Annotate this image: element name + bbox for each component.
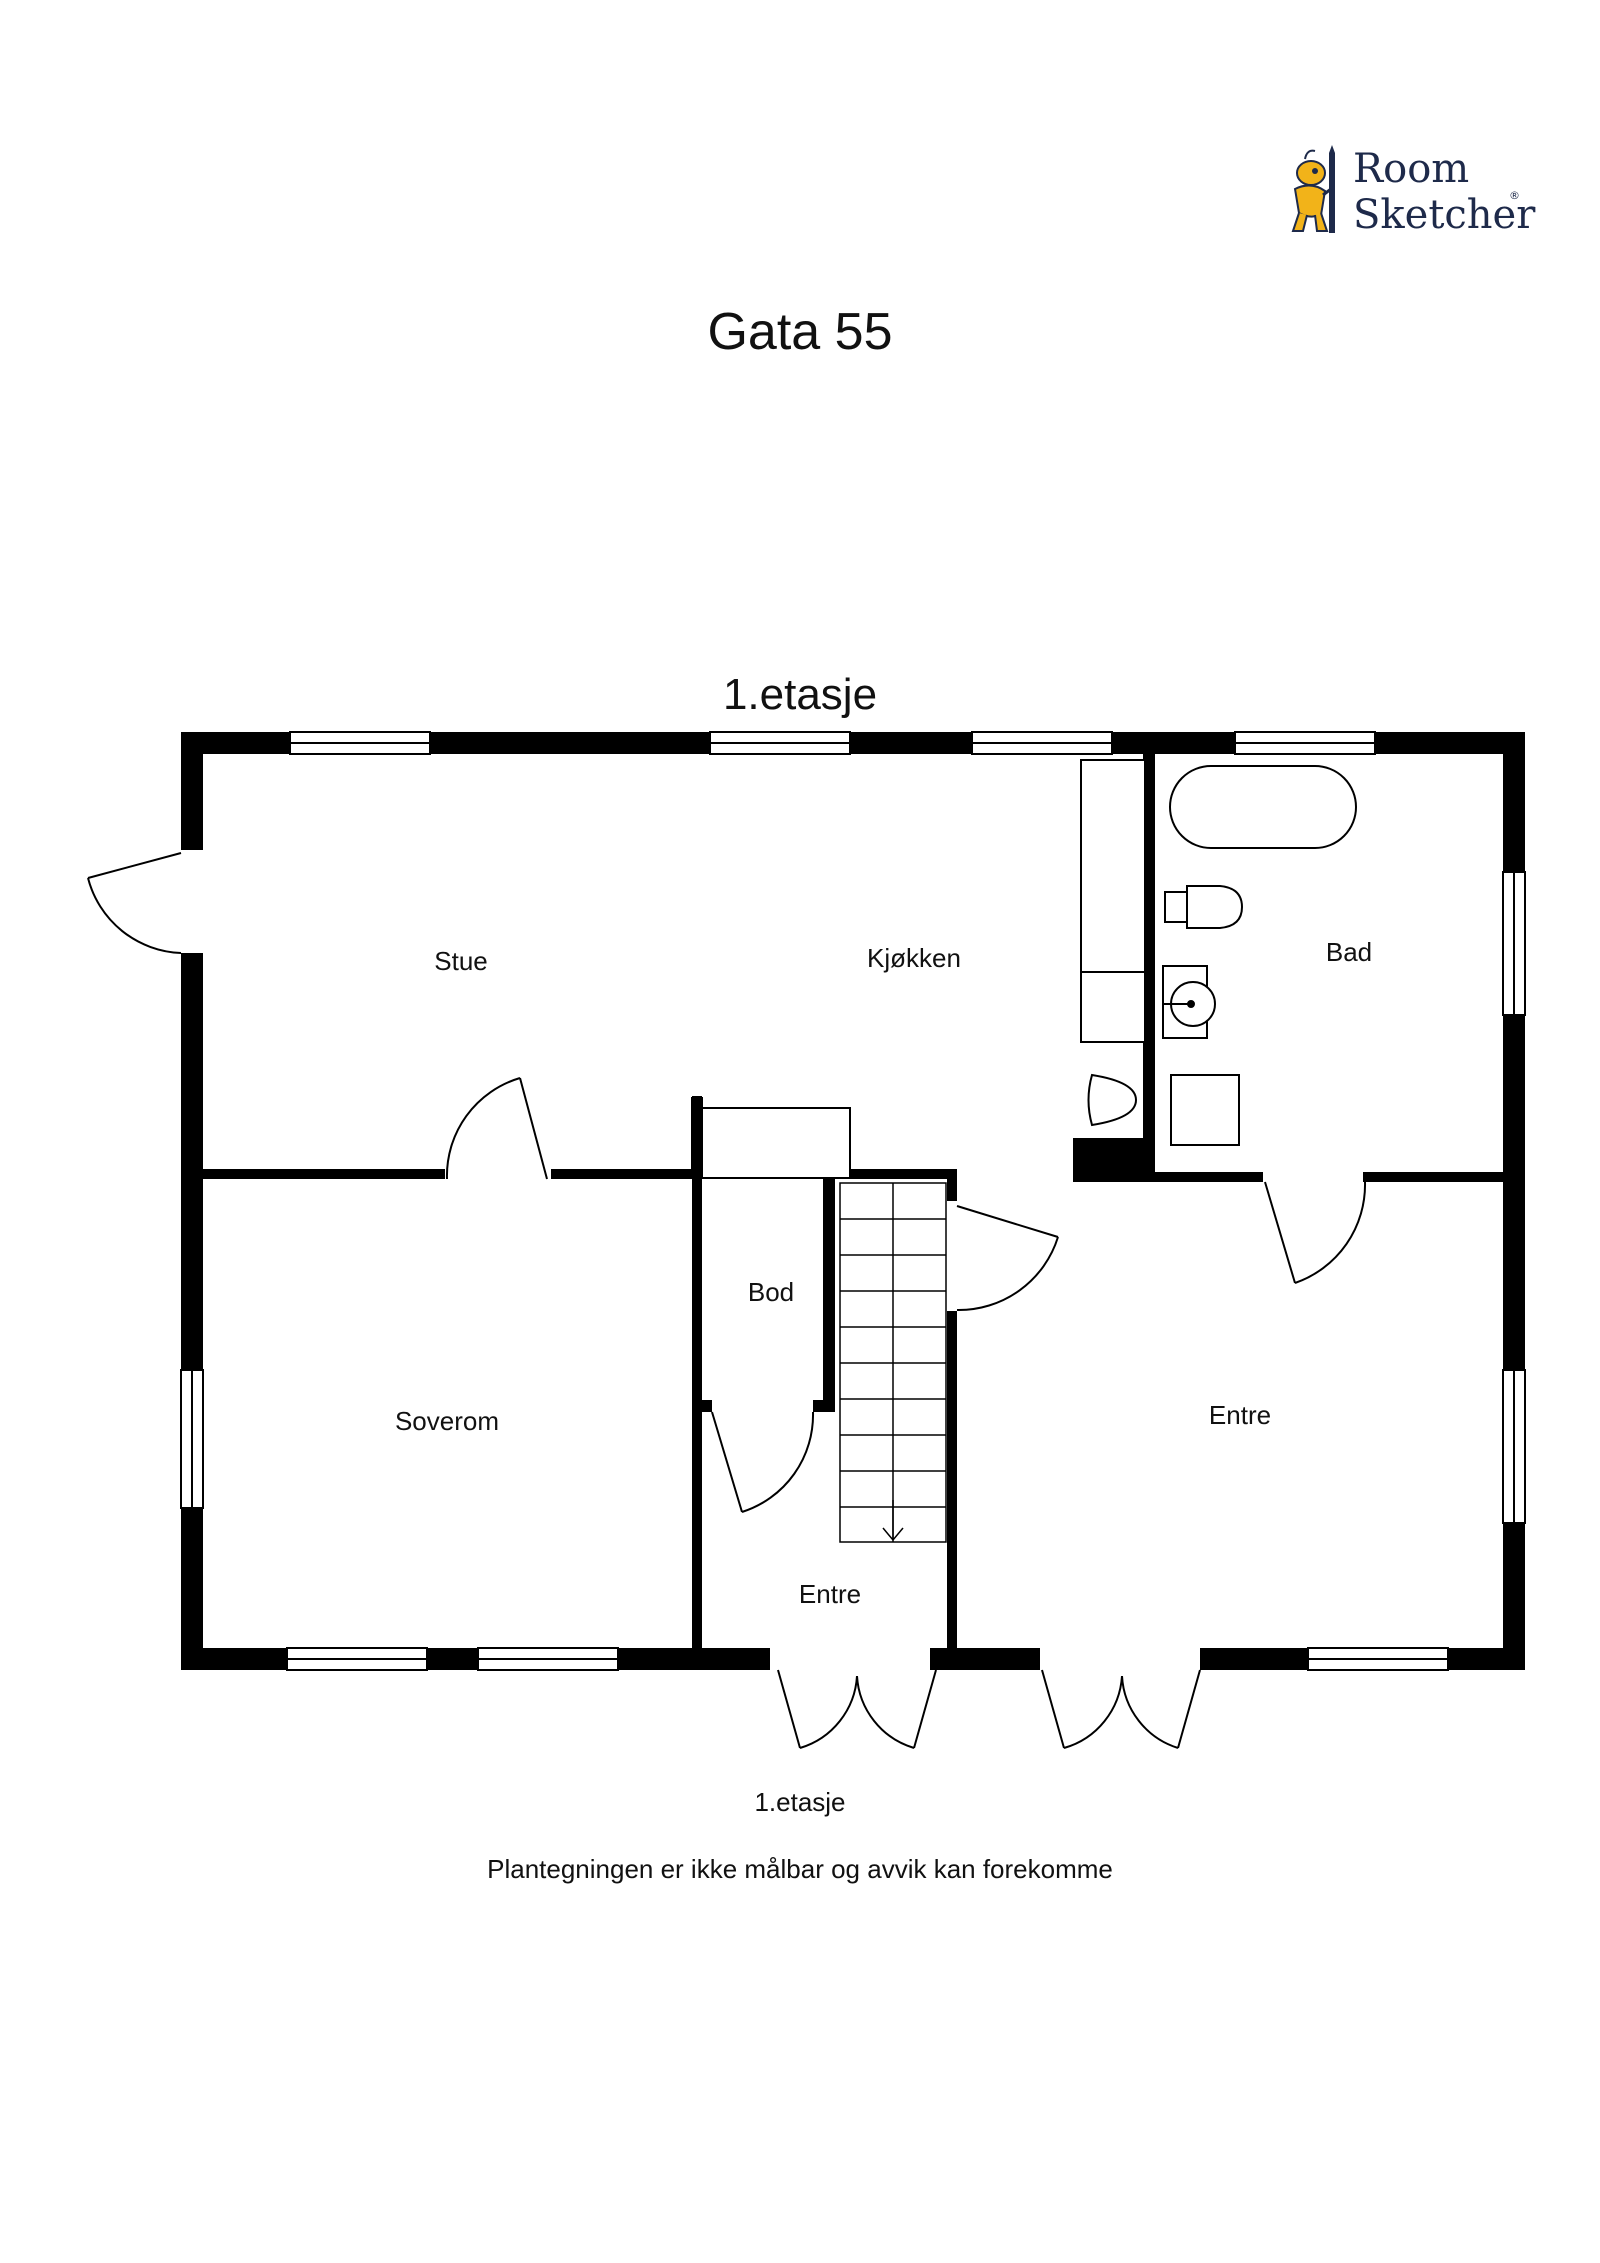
door-stair[interactable] (956, 1205, 1059, 1312)
wall-bod-right-stub (813, 1400, 835, 1412)
wall-left-2 (181, 953, 203, 1370)
wall-right-3 (1503, 1523, 1525, 1670)
window-top-stue (289, 731, 431, 755)
wall-bottom-5 (1200, 1648, 1308, 1670)
toilet-icon (1164, 885, 1244, 929)
window-top-bath (1234, 731, 1376, 755)
wall-top-3 (850, 732, 972, 754)
wall-bedroom-top-1 (203, 1169, 445, 1179)
washing-machine (1170, 1074, 1240, 1146)
wall-bath-bottom-1 (1155, 1172, 1263, 1182)
kitchen-shelf-post (691, 1097, 703, 1179)
window-top-kitchen-2 (971, 731, 1113, 755)
wall-right-1 (1503, 732, 1525, 872)
window-left-bedroom (180, 1369, 204, 1509)
window-right-entre (1502, 1369, 1526, 1524)
logo-text-room: Room (1353, 146, 1470, 192)
room-label-stue: Stue (434, 946, 488, 976)
wall-bod-right (823, 1179, 835, 1411)
wall-left-3 (181, 1508, 203, 1670)
double-door-entre-large[interactable] (1041, 1669, 1201, 1749)
window-top-kitchen-1 (709, 731, 851, 755)
roomsketcher-mascot-icon (1291, 145, 1335, 233)
wall-bod-left-stub (702, 1400, 712, 1412)
door-bod[interactable] (711, 1411, 815, 1513)
windows (180, 731, 1526, 1671)
room-label-entre-small: Entre (799, 1579, 861, 1609)
page-title: Gata 55 (707, 303, 893, 361)
logo-registered-mark: ® (1509, 189, 1520, 202)
wall-stair-right (947, 1169, 957, 1201)
wall-bottom-1 (181, 1648, 287, 1670)
roomsketcher-logo: Room Sketcher ® (1285, 145, 1545, 245)
wall-stair-top (835, 1169, 957, 1179)
door-bath[interactable] (1264, 1181, 1367, 1284)
double-door-entre-small[interactable] (777, 1669, 937, 1749)
caption-note: Plantegningen er ikke målbar og avvik ka… (487, 1854, 1113, 1884)
wall-bath-bottom-2 (1363, 1172, 1503, 1182)
room-label-soverom: Soverom (395, 1406, 499, 1436)
stair-arrow-icon (882, 1500, 904, 1542)
room-label-kjokken: Kjøkken (867, 943, 961, 973)
doors (87, 852, 1367, 1749)
wall-left-1 (181, 732, 203, 850)
room-label-entre-large: Entre (1209, 1400, 1271, 1430)
window-bottom-bedroom-1 (286, 1647, 428, 1671)
wall-stair-right-lower (947, 1311, 957, 1648)
floor-label: 1.etasje (722, 670, 878, 719)
caption-floor: 1.etasje (754, 1787, 846, 1817)
wall-top-2 (430, 732, 710, 754)
room-label-bad: Bad (1326, 937, 1372, 967)
wall-bedroom-bod (692, 1096, 702, 1648)
bathtub (1169, 765, 1357, 849)
wall-bath-pillar (1073, 1138, 1155, 1182)
fixtures (691, 759, 1357, 1179)
window-bottom-entre (1307, 1647, 1449, 1671)
door-left-exterior[interactable] (87, 852, 182, 954)
wall-right-2 (1503, 1015, 1525, 1370)
kitchen-counter (1080, 759, 1146, 1043)
room-label-bod: Bod (748, 1277, 794, 1307)
corner-appliance (1087, 1073, 1138, 1127)
walls (181, 732, 1525, 1670)
window-bottom-bedroom-2 (477, 1647, 619, 1671)
wall-top-5 (1375, 732, 1525, 754)
wall-bottom-3 (618, 1648, 770, 1670)
wall-top-4 (1112, 732, 1235, 754)
staircase (839, 1182, 947, 1543)
logo-text-sketcher: Sketcher (1353, 192, 1536, 238)
wall-top-1 (181, 732, 290, 754)
wall-bottom-6 (1448, 1648, 1525, 1670)
kitchen-shelf (701, 1107, 851, 1179)
wall-bottom-2 (427, 1648, 478, 1670)
window-right-bath (1502, 871, 1526, 1016)
wall-bottom-4 (930, 1648, 1040, 1670)
sink-icon (1162, 965, 1216, 1039)
door-bedroom[interactable] (445, 1077, 548, 1180)
